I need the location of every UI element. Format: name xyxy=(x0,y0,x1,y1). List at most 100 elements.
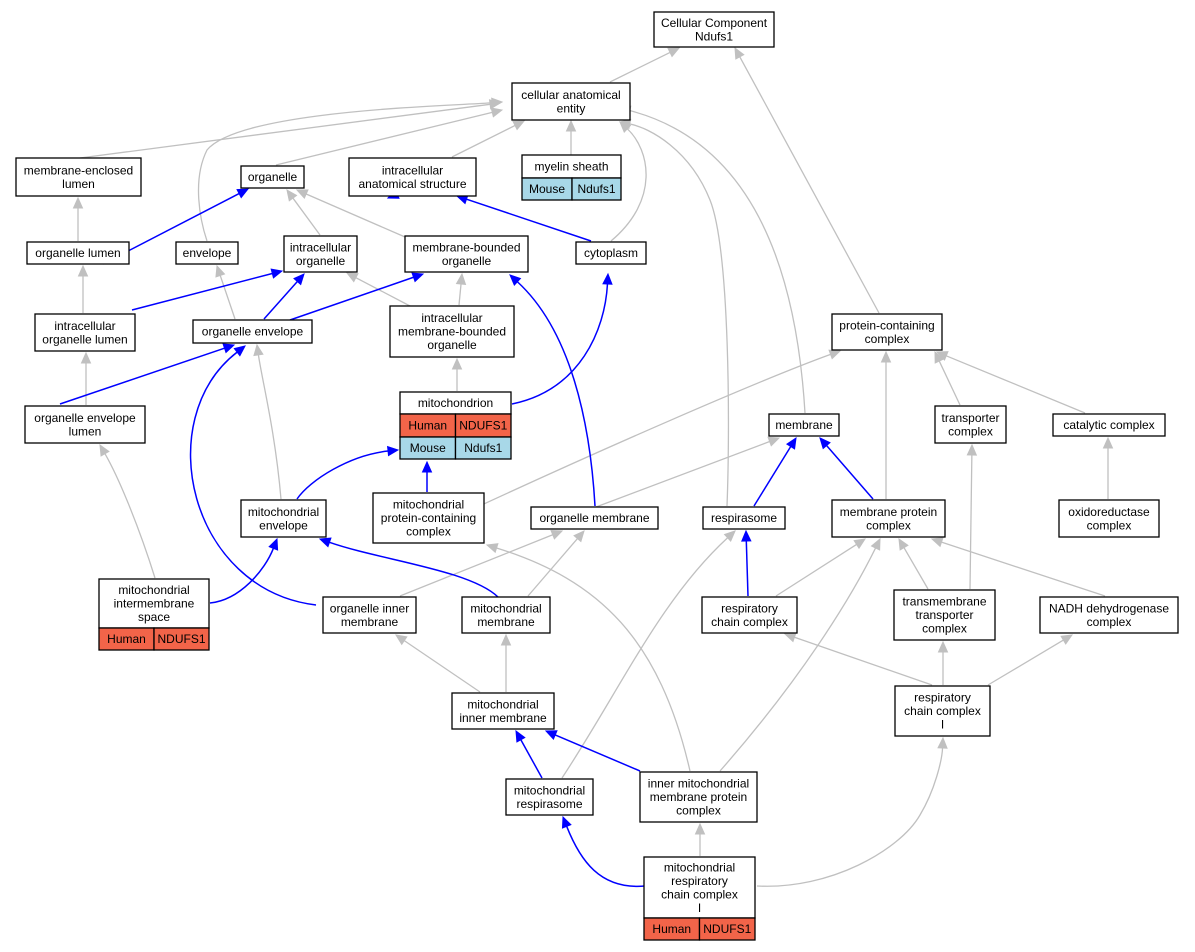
part-of-arrowhead xyxy=(411,272,425,283)
part-of-edge xyxy=(296,450,389,500)
is-a-arrowhead xyxy=(723,530,736,542)
term-label-line: intermembrane xyxy=(114,597,195,611)
term-label-line: organelle membrane xyxy=(539,511,649,525)
part-of-edge xyxy=(825,445,874,500)
is-a-arrowhead xyxy=(934,350,945,364)
part-of-arrowhead xyxy=(318,537,332,548)
is-a-edge xyxy=(610,128,647,242)
term-node-env[interactable]: envelope xyxy=(175,241,239,265)
term-node-oe[interactable]: organelle envelope xyxy=(192,319,313,344)
term-node-cc[interactable]: catalytic complex xyxy=(1052,413,1166,437)
part-of-arrowhead xyxy=(293,273,305,286)
term-label-line: oxidoreductase xyxy=(1068,505,1150,519)
part-of-edge xyxy=(753,446,792,507)
term-label-line: cytoplasm xyxy=(584,246,638,260)
gene-cell[interactable] xyxy=(571,177,622,201)
is-a-edge xyxy=(938,360,961,406)
term-label-line: inner membrane xyxy=(459,711,547,725)
term-box xyxy=(511,82,631,121)
is-a-arrowhead xyxy=(565,119,577,132)
term-node-om[interactable]: organelle membrane xyxy=(530,506,659,530)
term-box xyxy=(26,241,130,265)
part-of-arrowhead xyxy=(222,343,236,354)
term-label-line: membrane xyxy=(341,615,399,629)
term-label-line: intracellular xyxy=(290,240,351,254)
term-label-line: mitochondrial xyxy=(467,697,538,711)
gene-cell[interactable] xyxy=(153,627,210,651)
term-label-line: organelle envelope xyxy=(34,411,136,425)
gene-cell[interactable] xyxy=(454,436,512,460)
term-label-line: envelope xyxy=(183,246,232,260)
term-box xyxy=(98,578,210,629)
term-node-cyt[interactable]: cytoplasm xyxy=(575,241,647,265)
is-a-edge xyxy=(775,543,857,597)
term-box xyxy=(575,241,647,265)
term-label-line: mitochondrial xyxy=(393,498,464,512)
gene-cell[interactable] xyxy=(698,917,756,941)
is-a-arrowhead xyxy=(1060,634,1074,645)
term-label-line: complex xyxy=(1087,518,1132,532)
term-label-line: respiratory xyxy=(671,874,728,888)
is-a-arrowhead xyxy=(512,120,526,131)
term-label-line: chain complex xyxy=(904,704,981,718)
is-a-edge xyxy=(527,538,578,597)
term-label-line: complex xyxy=(865,332,910,346)
term-box xyxy=(192,319,313,344)
is-a-edge xyxy=(355,277,411,307)
is-a-edge xyxy=(399,534,553,597)
is-a-edge xyxy=(219,275,236,320)
term-label-line: I xyxy=(941,718,944,732)
term-label-line: complex xyxy=(1087,615,1132,629)
is-a-arrowhead xyxy=(490,107,504,118)
is-a-edge xyxy=(969,454,973,590)
term-label-line: transmembrane xyxy=(902,595,986,609)
term-node-ol[interactable]: organelle lumen xyxy=(26,241,130,265)
is-a-edge xyxy=(609,51,671,83)
term-label-line: complex xyxy=(676,804,721,818)
is-a-edge xyxy=(104,453,156,579)
part-of-arrowhead xyxy=(602,272,613,285)
term-label-line: complex xyxy=(866,518,911,532)
term-label-line: organelle xyxy=(442,254,492,268)
term-node-org[interactable]: organelle xyxy=(240,165,305,189)
term-node-memb[interactable]: membrane xyxy=(768,413,840,437)
term-box xyxy=(389,305,515,358)
part-of-arrowhead xyxy=(270,268,284,279)
part-of-arrowhead xyxy=(561,815,572,829)
term-node-resp[interactable]: respirasome xyxy=(702,506,786,530)
is-a-edge xyxy=(459,353,831,516)
is-a-arrowhead xyxy=(853,538,867,550)
term-label-line: mitochondrial xyxy=(118,583,189,597)
term-label-line: Ndufs1 xyxy=(695,29,733,43)
is-a-arrowhead xyxy=(694,822,706,835)
